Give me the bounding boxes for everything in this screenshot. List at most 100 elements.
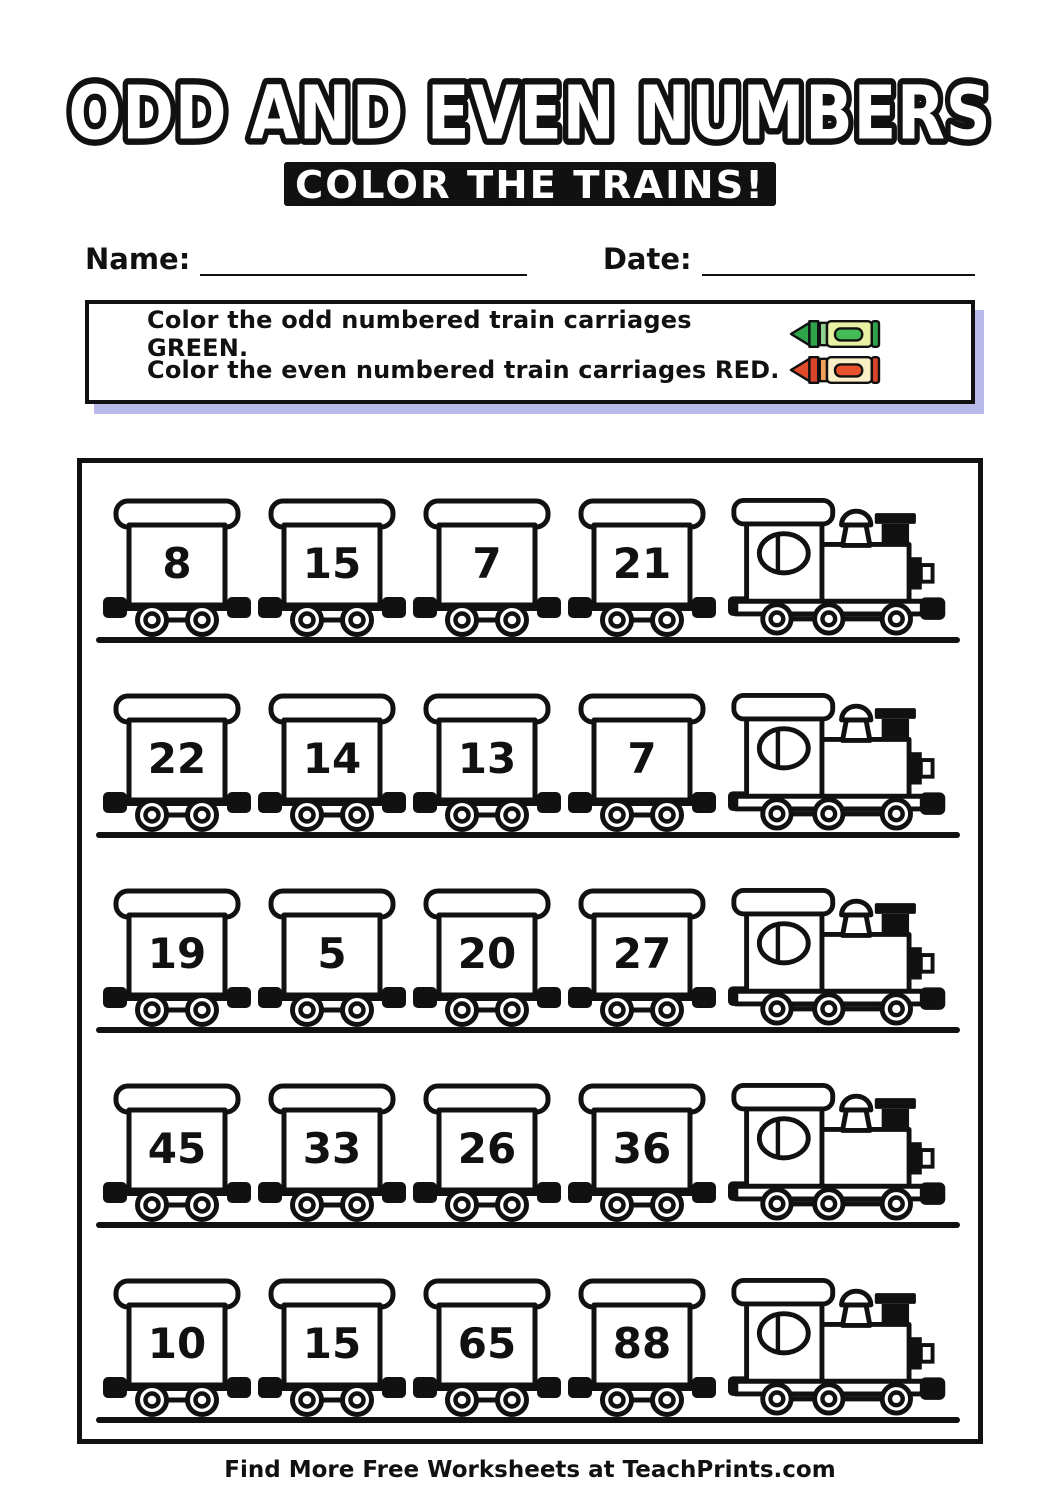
train-carriage[interactable]: 8: [102, 497, 252, 637]
trains-worksheet-area: 8 15 7 21: [77, 458, 983, 1444]
train-carriage[interactable]: 20: [412, 887, 562, 1027]
front-block: [919, 597, 946, 620]
locomotive: [728, 1082, 946, 1221]
train-carriage[interactable]: 7: [567, 692, 717, 832]
smokestack: [881, 1108, 910, 1131]
locomotive: [728, 498, 946, 636]
smokestack: [881, 718, 910, 741]
train-carriage[interactable]: 36: [567, 1082, 717, 1222]
train-track: [96, 1027, 960, 1033]
name-input-line[interactable]: [200, 244, 527, 276]
carriage-number: 15: [303, 539, 361, 588]
train-carriage[interactable]: 33: [257, 1082, 407, 1222]
cab-roof: [731, 888, 836, 917]
train-carriage[interactable]: 45: [102, 1082, 252, 1222]
carriage-body: [436, 522, 538, 608]
train-row: 45 33 26 36: [96, 1082, 978, 1228]
carriage-body: [126, 522, 228, 608]
train-carriage[interactable]: 5: [257, 887, 407, 1027]
train-row: 10 15 65 88: [96, 1277, 978, 1423]
funnel: [840, 522, 873, 548]
front-bumper: [909, 1337, 922, 1370]
smokestack-cap: [874, 903, 916, 914]
carriage-number: 7: [472, 539, 501, 588]
train-row: 22 14 13 7: [96, 692, 978, 838]
funnel: [840, 1107, 873, 1133]
funnel: [840, 1302, 873, 1328]
carriage-body: [436, 1107, 538, 1193]
name-label: Name:: [85, 242, 191, 276]
train-row: 19 5 20 27: [96, 887, 978, 1033]
carriage-number: 15: [303, 1319, 361, 1368]
carriage-body: [281, 522, 383, 608]
train-carriage[interactable]: 14: [257, 692, 407, 832]
smokestack: [881, 913, 910, 936]
carriage-body: [436, 912, 538, 998]
carriage-number: 21: [613, 539, 671, 588]
train-carriage[interactable]: 27: [567, 887, 717, 1027]
footer-text: Find More Free Worksheets at TeachPrints…: [224, 1457, 836, 1483]
carriage-number: 20: [458, 929, 516, 978]
train-carriage[interactable]: 15: [257, 497, 407, 637]
carriage-number: 27: [613, 929, 671, 978]
carriage-body: [436, 717, 538, 803]
cab-roof: [731, 1082, 836, 1112]
carriage-body: [126, 912, 228, 998]
train-carriage[interactable]: 13: [412, 692, 562, 832]
carriage-body: [281, 912, 383, 998]
train-carriage[interactable]: 19: [102, 887, 252, 1027]
train-carriage[interactable]: 88: [567, 1277, 717, 1417]
train-track: [96, 1222, 960, 1228]
carriage-body: [281, 1302, 383, 1388]
carriage-body: [281, 1107, 383, 1193]
carriage-number: 13: [458, 734, 516, 783]
date-input-line[interactable]: [701, 244, 975, 276]
instruction-odd-text: Color the odd numbered train carriages G…: [147, 306, 692, 362]
carriage-number: 19: [148, 929, 206, 978]
funnel-dome: [839, 508, 874, 528]
carriage-body: [591, 1302, 693, 1388]
smokestack-cap: [874, 513, 916, 524]
train-track: [96, 832, 960, 838]
train-track: [96, 637, 960, 643]
boiler: [819, 1322, 912, 1387]
front-bumper: [909, 1142, 922, 1175]
worksheet-title: ODD AND EVEN NUMBERS: [62, 76, 997, 156]
train-carriage[interactable]: 10: [102, 1277, 252, 1417]
smokestack-cap: [874, 708, 916, 719]
cab-window: [756, 921, 811, 966]
funnel-dome: [839, 703, 874, 723]
carriage-number: 65: [458, 1319, 516, 1368]
instruction-odd: Color the odd numbered train carriages G…: [147, 306, 951, 362]
train-carriage[interactable]: 7: [412, 497, 562, 637]
smokestack: [881, 1303, 910, 1326]
front-block: [919, 1377, 946, 1400]
boiler: [819, 932, 912, 997]
carriage-body: [126, 1302, 228, 1388]
train-carriage[interactable]: 21: [567, 497, 717, 637]
train-carriage[interactable]: 26: [412, 1082, 562, 1222]
train-row: 8 15 7 21: [96, 497, 978, 643]
train-carriage[interactable]: 15: [257, 1277, 407, 1417]
cab-window: [756, 726, 811, 771]
funnel-dome: [839, 1288, 874, 1308]
carriage-body: [281, 717, 383, 803]
red-crayon-icon: [789, 356, 881, 384]
funnel: [840, 912, 873, 938]
carriage-body: [126, 1107, 228, 1193]
front-bumper: [909, 557, 922, 590]
carriage-number: 33: [303, 1124, 361, 1173]
carriage-body: [436, 1302, 538, 1388]
carriage-body: [591, 912, 693, 998]
carriage-body: [591, 717, 693, 803]
carriage-number: 45: [148, 1124, 206, 1173]
train-carriage[interactable]: 22: [102, 692, 252, 832]
cab-roof: [731, 498, 836, 527]
train-carriage[interactable]: 65: [412, 1277, 562, 1417]
cab-window: [756, 531, 811, 576]
front-bumper: [909, 752, 922, 785]
locomotive: [728, 888, 946, 1026]
subtitle-highlight: [284, 162, 776, 206]
instruction-even-text: Color the even numbered train carriages …: [147, 356, 780, 384]
carriage-number: 8: [162, 539, 191, 588]
